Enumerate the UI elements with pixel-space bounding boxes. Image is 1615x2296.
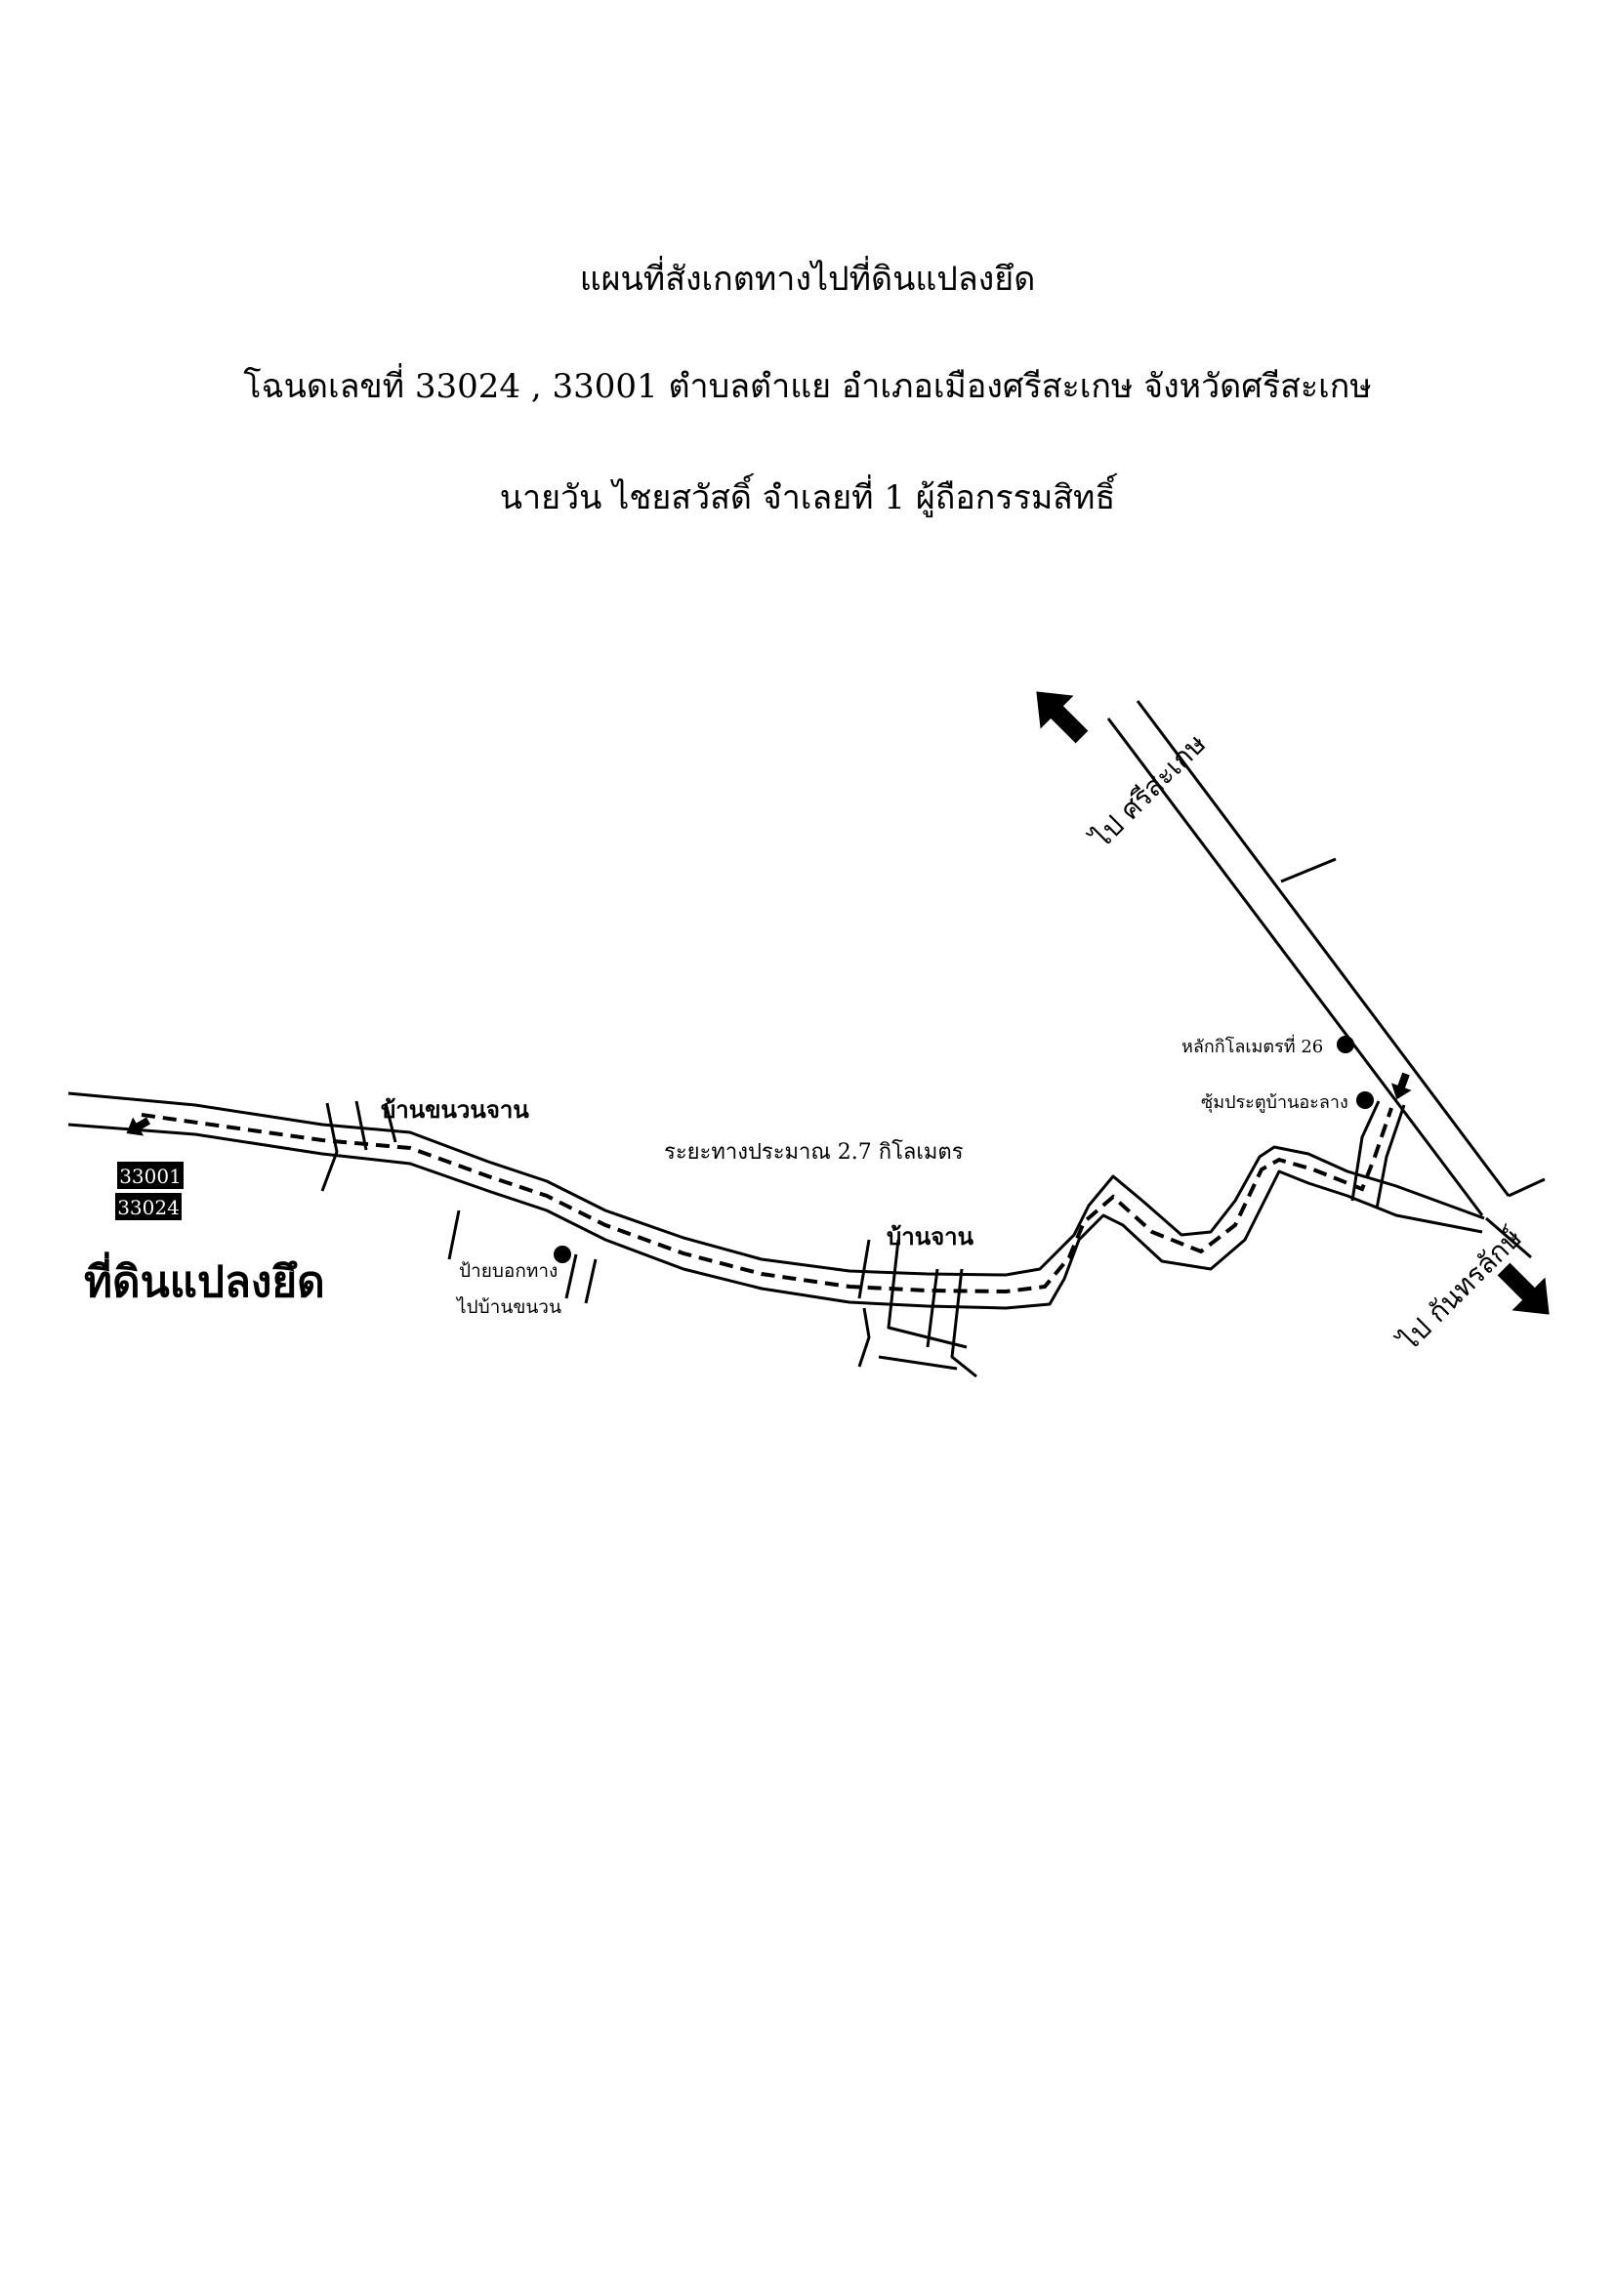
deed-number-2: 33024 <box>117 1196 180 1219</box>
village-chan-label: บ้านจาน <box>887 1222 974 1250</box>
highway <box>1106 700 1546 1259</box>
dashed-route <box>141 1107 1393 1294</box>
km-post-dot <box>1337 1036 1354 1053</box>
sign-dot <box>554 1246 571 1263</box>
village-road <box>67 1091 1485 1378</box>
deed-number-badge: 33001 33024 <box>115 1162 184 1220</box>
arrow-to-land-icon <box>126 1117 150 1136</box>
deed-line: โฉนดเลขที่ 33024 , 33001 ตำบลตำแย อำเภอเ… <box>243 367 1372 406</box>
gate-label: ซุ้มประตูบ้านอะลาง <box>1201 1092 1348 1113</box>
km-post-label: หลักกิโลเมตรที่ 26 <box>1181 1034 1323 1057</box>
village-khonuan-label: บ้านขนวนจาน <box>381 1095 529 1124</box>
gate-dot <box>1356 1091 1374 1109</box>
arrow-to-sisaket-icon <box>1036 691 1089 744</box>
deed-number-1: 33001 <box>119 1165 182 1188</box>
arrow-to-kantharalak-icon <box>1497 1262 1550 1315</box>
map-title: แผนที่สังเกตทางไปที่ดินแปลงยึด <box>579 260 1036 299</box>
seized-land-label: ที่ดินแปลงยึด <box>84 1251 325 1307</box>
sign-label-line1: ป้ายบอกทาง <box>459 1260 558 1282</box>
to-kantharalak-label: ไป กันทรลักษ์ <box>1391 1221 1528 1358</box>
owner-line: นายวัน ไชยสวัสดิ์ จำเลยที่ 1 ผู้ถือกรรมส… <box>499 478 1116 517</box>
arrow-into-gate-icon <box>1390 1072 1412 1100</box>
distance-label: ระยะทางประมาณ 2.7 กิโลเมตร <box>664 1139 964 1165</box>
to-sisaket-label: ไป ศรีสะเกษ <box>1084 727 1212 855</box>
sign-label-line2: ไปบ้านขนวน <box>455 1296 561 1318</box>
